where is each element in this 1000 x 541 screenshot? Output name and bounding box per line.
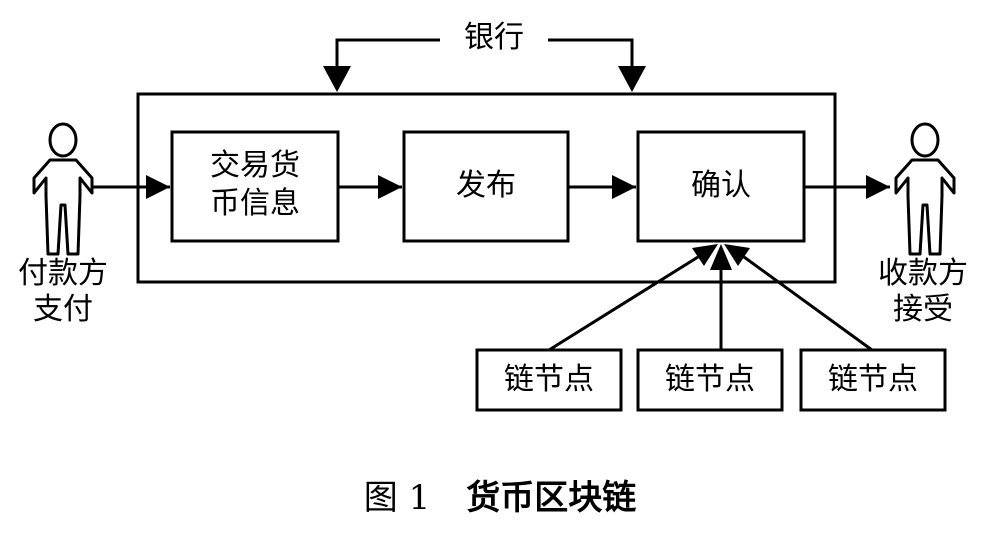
payee-label-line2: 接受 xyxy=(893,292,953,327)
payer-label-line1: 付款方 xyxy=(18,256,108,291)
chain-node-label-3: 链节点 xyxy=(828,362,918,397)
node-2-arrowhead xyxy=(710,244,732,270)
payer-label-line2: 支付 xyxy=(33,292,93,327)
figure-title: 货币区块链 xyxy=(466,478,637,518)
confirm-label: 确认 xyxy=(691,168,751,203)
chain-node-box-3 xyxy=(799,348,947,412)
node-1-to-confirm-arrow xyxy=(548,255,699,352)
confirm-arrowhead xyxy=(612,175,636,199)
payee-person-icon xyxy=(894,122,956,256)
node-1-arrowhead xyxy=(692,244,718,266)
payer-person-icon xyxy=(32,122,94,256)
payee-label-line1: 收款方 xyxy=(878,256,968,291)
publish-label: 发布 xyxy=(456,168,516,203)
bank-bracket-line xyxy=(335,38,634,70)
figure-caption: 图 1 货币区块链 xyxy=(0,470,1000,519)
bank-arrow-left xyxy=(323,66,351,92)
bank-arrow-right xyxy=(618,66,646,92)
transaction-label-line1: 交易货 xyxy=(210,148,300,183)
node-3-arrowhead xyxy=(724,244,750,266)
payee-arrowhead xyxy=(866,175,890,199)
figure-number: 图 1 xyxy=(363,478,431,518)
payer-arrowhead xyxy=(146,175,170,199)
transaction-label-line2: 币信息 xyxy=(210,186,300,221)
publish-arrowhead xyxy=(378,175,402,199)
chain-node-label-2: 链节点 xyxy=(665,362,755,397)
chain-node-box-2 xyxy=(636,348,784,412)
bank-label: 银行 xyxy=(444,20,544,56)
node-3-to-confirm-arrow xyxy=(743,255,873,352)
chain-node-label-1: 链节点 xyxy=(504,362,594,397)
